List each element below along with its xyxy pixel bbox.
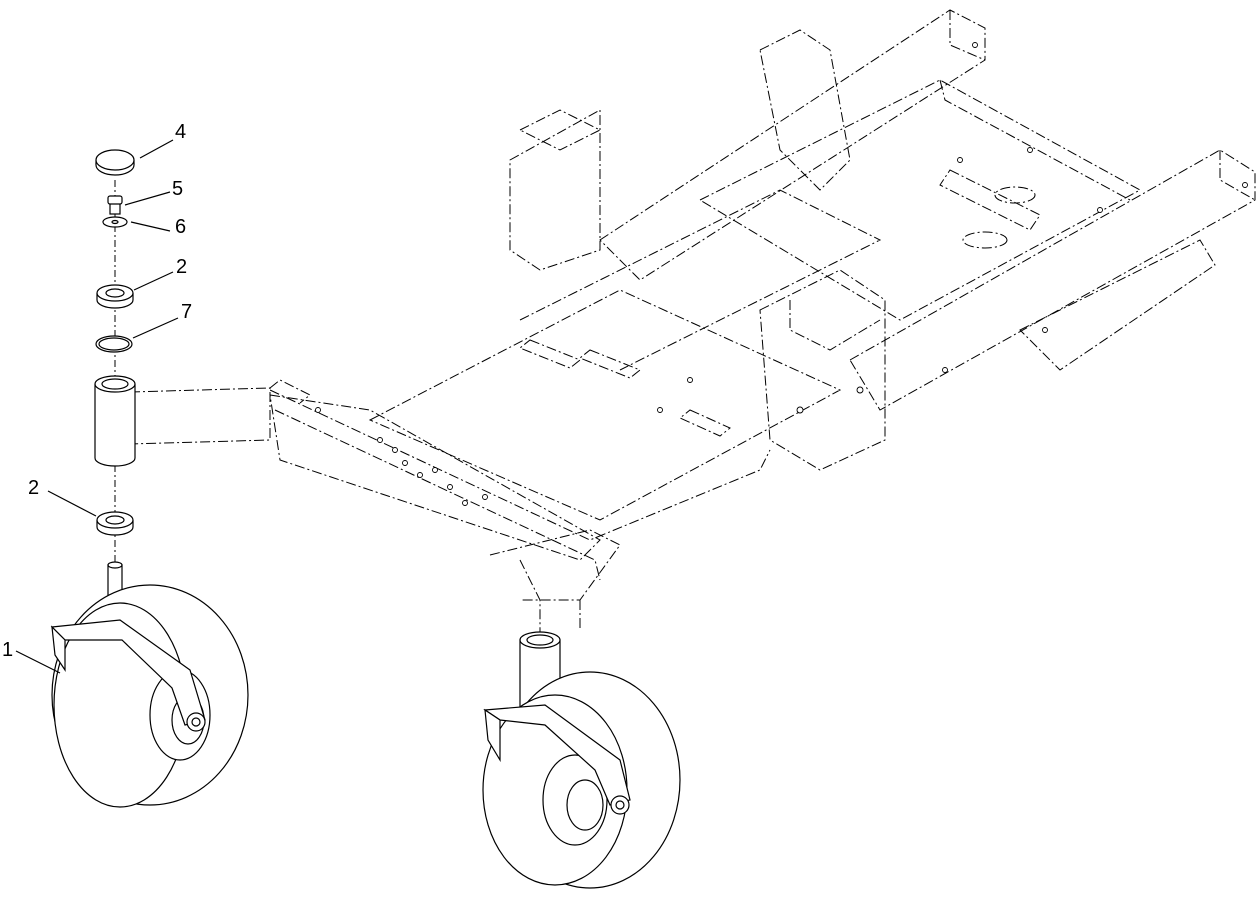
callouts: 4 5 6 2 7 2 1 — [2, 121, 192, 674]
caster-pivot-tube — [94, 375, 136, 467]
bearing-part-2-upper — [96, 284, 134, 309]
frame-holes — [315, 42, 1248, 506]
mower-frame — [129, 9, 1256, 640]
callout-label-1: 1 — [2, 639, 13, 661]
caster-wheel-part-1 — [50, 561, 249, 808]
bearing-part-2-lower — [96, 511, 134, 536]
callout-label-4: 4 — [175, 121, 186, 143]
callout-label-5: 5 — [172, 178, 183, 200]
washer-part-6 — [102, 216, 128, 228]
dust-cap-part-4 — [95, 149, 135, 176]
seal-ring-part-7 — [95, 335, 133, 353]
right-caster-assembly — [482, 631, 681, 889]
callout-label-2-upper: 2 — [176, 256, 187, 278]
bolt-part-5 — [107, 195, 123, 215]
callout-label-6: 6 — [175, 216, 186, 238]
callout-label-2-lower: 2 — [28, 477, 39, 499]
callout-label-7: 7 — [181, 301, 192, 323]
left-caster-exploded — [50, 149, 249, 808]
